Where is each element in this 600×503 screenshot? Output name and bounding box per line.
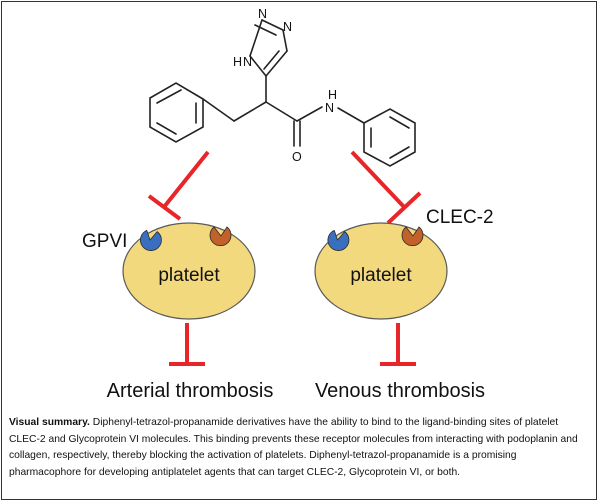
inhibitor-arterial (169, 323, 205, 366)
gpvi-receptor-right (327, 229, 350, 251)
atom-n-right: N (283, 20, 292, 34)
atom-h-amide: H (328, 88, 337, 102)
gpvi-receptor-left (140, 229, 162, 251)
atom-o-carbonyl: O (292, 150, 302, 164)
clec2-receptor-right (401, 226, 424, 247)
label-gpvi: GPVI (82, 231, 127, 252)
inhibitor-venous (380, 323, 416, 366)
atom-n-top: N (258, 7, 267, 21)
summary-body: Diphenyl-tetrazol-propanamide derivative… (9, 417, 578, 478)
benzene-ring-right (363, 108, 416, 167)
platelet-right (314, 222, 448, 320)
benzene-ring-left (149, 82, 204, 143)
visual-summary: Visual summary. Diphenyl-tetrazol-propan… (9, 415, 591, 481)
platelet-left-label: platelet (158, 265, 220, 286)
outcome-arterial: Arterial thrombosis (107, 380, 274, 402)
outcome-venous: Venous thrombosis (315, 380, 485, 402)
atom-h-ring: H (233, 55, 242, 69)
summary-heading: Visual summary. (9, 417, 90, 428)
platelet-right-label: platelet (350, 265, 412, 286)
tetrazole-ring (249, 19, 288, 77)
label-clec2: CLEC-2 (426, 207, 494, 228)
atom-n-ring-left: N (243, 55, 252, 69)
atom-n-amide: N (325, 101, 334, 115)
molecule-structure (149, 19, 416, 167)
clec2-receptor-left (209, 226, 232, 247)
inhibitor-clec2 (350, 150, 422, 225)
inhibitor-gpvi (147, 150, 210, 221)
